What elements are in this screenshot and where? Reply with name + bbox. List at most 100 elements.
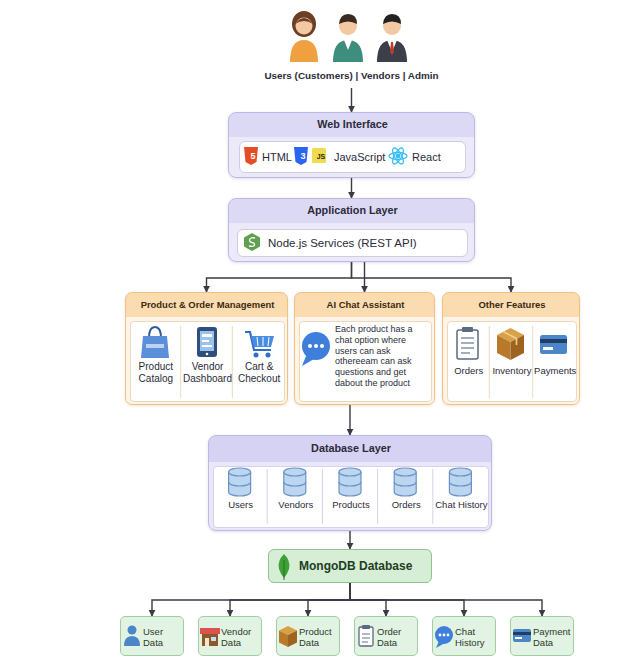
feature-panel: AI Chat AssistantEach product has a chat… (294, 292, 435, 405)
text-slot: Chat History (455, 617, 495, 657)
product-box-icon (279, 626, 297, 647)
cell-divider (267, 469, 433, 524)
node-label: HTML (262, 151, 296, 164)
connector-arrow (352, 262, 512, 292)
panel-title: AI Chat Assistant (295, 299, 436, 310)
clipboard-icon (457, 327, 478, 359)
react-atom (389, 146, 407, 165)
connector-arrow (308, 583, 350, 616)
data-box: Product Data (276, 616, 340, 656)
node-label: JavaScript (334, 151, 396, 164)
text-slot: Vendor Dashboard (182, 361, 234, 384)
node-label: Application Layer (229, 204, 476, 217)
text-slot: JavaScript (334, 151, 396, 164)
text-slot: Other Features (443, 299, 581, 310)
layer-panel: Application LayerNode.js Services (REST … (228, 198, 475, 262)
table-label: Products (323, 499, 378, 510)
vendor-icon (333, 14, 363, 62)
panel-body (213, 466, 489, 528)
chat-bubble-icon (302, 332, 330, 366)
text-slot: Order Data (377, 617, 417, 657)
mongodb-leaf (279, 554, 290, 580)
node-label: User Data (143, 626, 183, 649)
database-cylinder (229, 468, 472, 496)
text-slot: 5 (246, 151, 260, 162)
feature-panel: Other FeaturesOrdersInventoryPayments (442, 292, 580, 405)
icon-glyph: 3 (296, 151, 310, 162)
text-slot: React (412, 151, 462, 164)
cell-divider (180, 326, 181, 398)
text-slot: Payments (532, 365, 579, 376)
connector-arrow (351, 88, 352, 112)
store-icon (200, 628, 220, 646)
text-slot: JS (314, 153, 328, 161)
node-label: MongoDB Database (299, 559, 427, 573)
connector-arrow (230, 583, 350, 616)
text-slot: Orders (379, 499, 434, 510)
inventory-box-icon (497, 328, 524, 360)
text-slot: Users (Customers) | Vendors | Admin (202, 70, 502, 82)
payment-data-icon (513, 629, 531, 642)
text-slot: Database Layer (209, 442, 493, 455)
dashboard-tablet-icon (197, 327, 217, 357)
node-label: Chat History (455, 626, 495, 649)
data-box: Chat History (432, 616, 496, 656)
text-slot: Inventory (488, 365, 535, 376)
service-bar: Node.js Services (REST API) (237, 229, 468, 257)
icon-glyph: JS (314, 153, 328, 161)
connector-arrow (351, 178, 352, 198)
text-slot: HTML (262, 151, 296, 164)
description-text: Each product has a chat option where use… (335, 324, 429, 389)
table-label: Orders (379, 499, 434, 510)
panel-body (447, 321, 577, 402)
table-label: Users (213, 499, 268, 510)
text-slot: Users (213, 499, 268, 510)
text-slot: Product Catalog (130, 361, 182, 384)
text-slot: 3 (296, 151, 310, 162)
cell-divider (232, 326, 233, 398)
admin-icon (377, 14, 407, 62)
text-slot: Orders (445, 365, 492, 376)
data-box: Payment Data (510, 616, 574, 656)
text-slot: AI Chat Assistant (295, 299, 436, 310)
database-panel: Database LayerUsersVendorsProductsOrders… (208, 435, 492, 531)
node-label: Users (Customers) | Vendors | Admin (202, 70, 502, 82)
node-label: Vendor Data (221, 626, 261, 649)
user-icon (124, 626, 140, 647)
node-label: React (412, 151, 462, 164)
actor-caption: Users (Customers) | Vendors | Admin (202, 68, 502, 88)
text-slot: User Data (143, 617, 183, 657)
table-label: Vendors (268, 499, 323, 510)
connector-arrow (207, 262, 352, 292)
text-slot: Product & Order Management (126, 299, 289, 310)
tech-bar: HTML JavaScript React 5 3 JS (239, 141, 466, 173)
text-slot: Product Data (299, 617, 339, 657)
woman-icon (290, 11, 318, 62)
shopping-bag-icon (141, 327, 169, 358)
js-badge (312, 148, 326, 163)
feature-panel: Product & Order ManagementProduct Catalo… (125, 292, 288, 405)
connector-arrow (349, 531, 350, 549)
icon-glyph: 5 (246, 151, 260, 162)
text-slot: Application Layer (229, 204, 476, 217)
cell-divider (532, 326, 533, 398)
connector-arrow (350, 583, 542, 616)
feature-label: Orders (445, 365, 492, 376)
feature-label: Product Catalog (130, 361, 182, 384)
css3-shield (294, 147, 308, 165)
database-box: MongoDB Database (268, 549, 432, 583)
data-box: Order Data (354, 616, 418, 656)
text-slot: Vendor Data (221, 617, 261, 657)
text-slot: Chat History (434, 499, 489, 510)
node-label: Node.js Services (REST API) (268, 237, 463, 251)
nodejs-hexagon (244, 233, 260, 251)
node-label: Database Layer (209, 442, 493, 455)
text-slot: Each product has a chat option where use… (335, 324, 429, 389)
feature-label: Payments (532, 365, 579, 376)
cart-icon (245, 332, 274, 358)
chat-history-icon (435, 626, 453, 648)
feature-label: Cart & Checkout (233, 361, 285, 384)
data-box: Vendor Data (198, 616, 262, 656)
text-slot: Products (323, 499, 378, 510)
text-slot: Cart & Checkout (233, 361, 285, 384)
